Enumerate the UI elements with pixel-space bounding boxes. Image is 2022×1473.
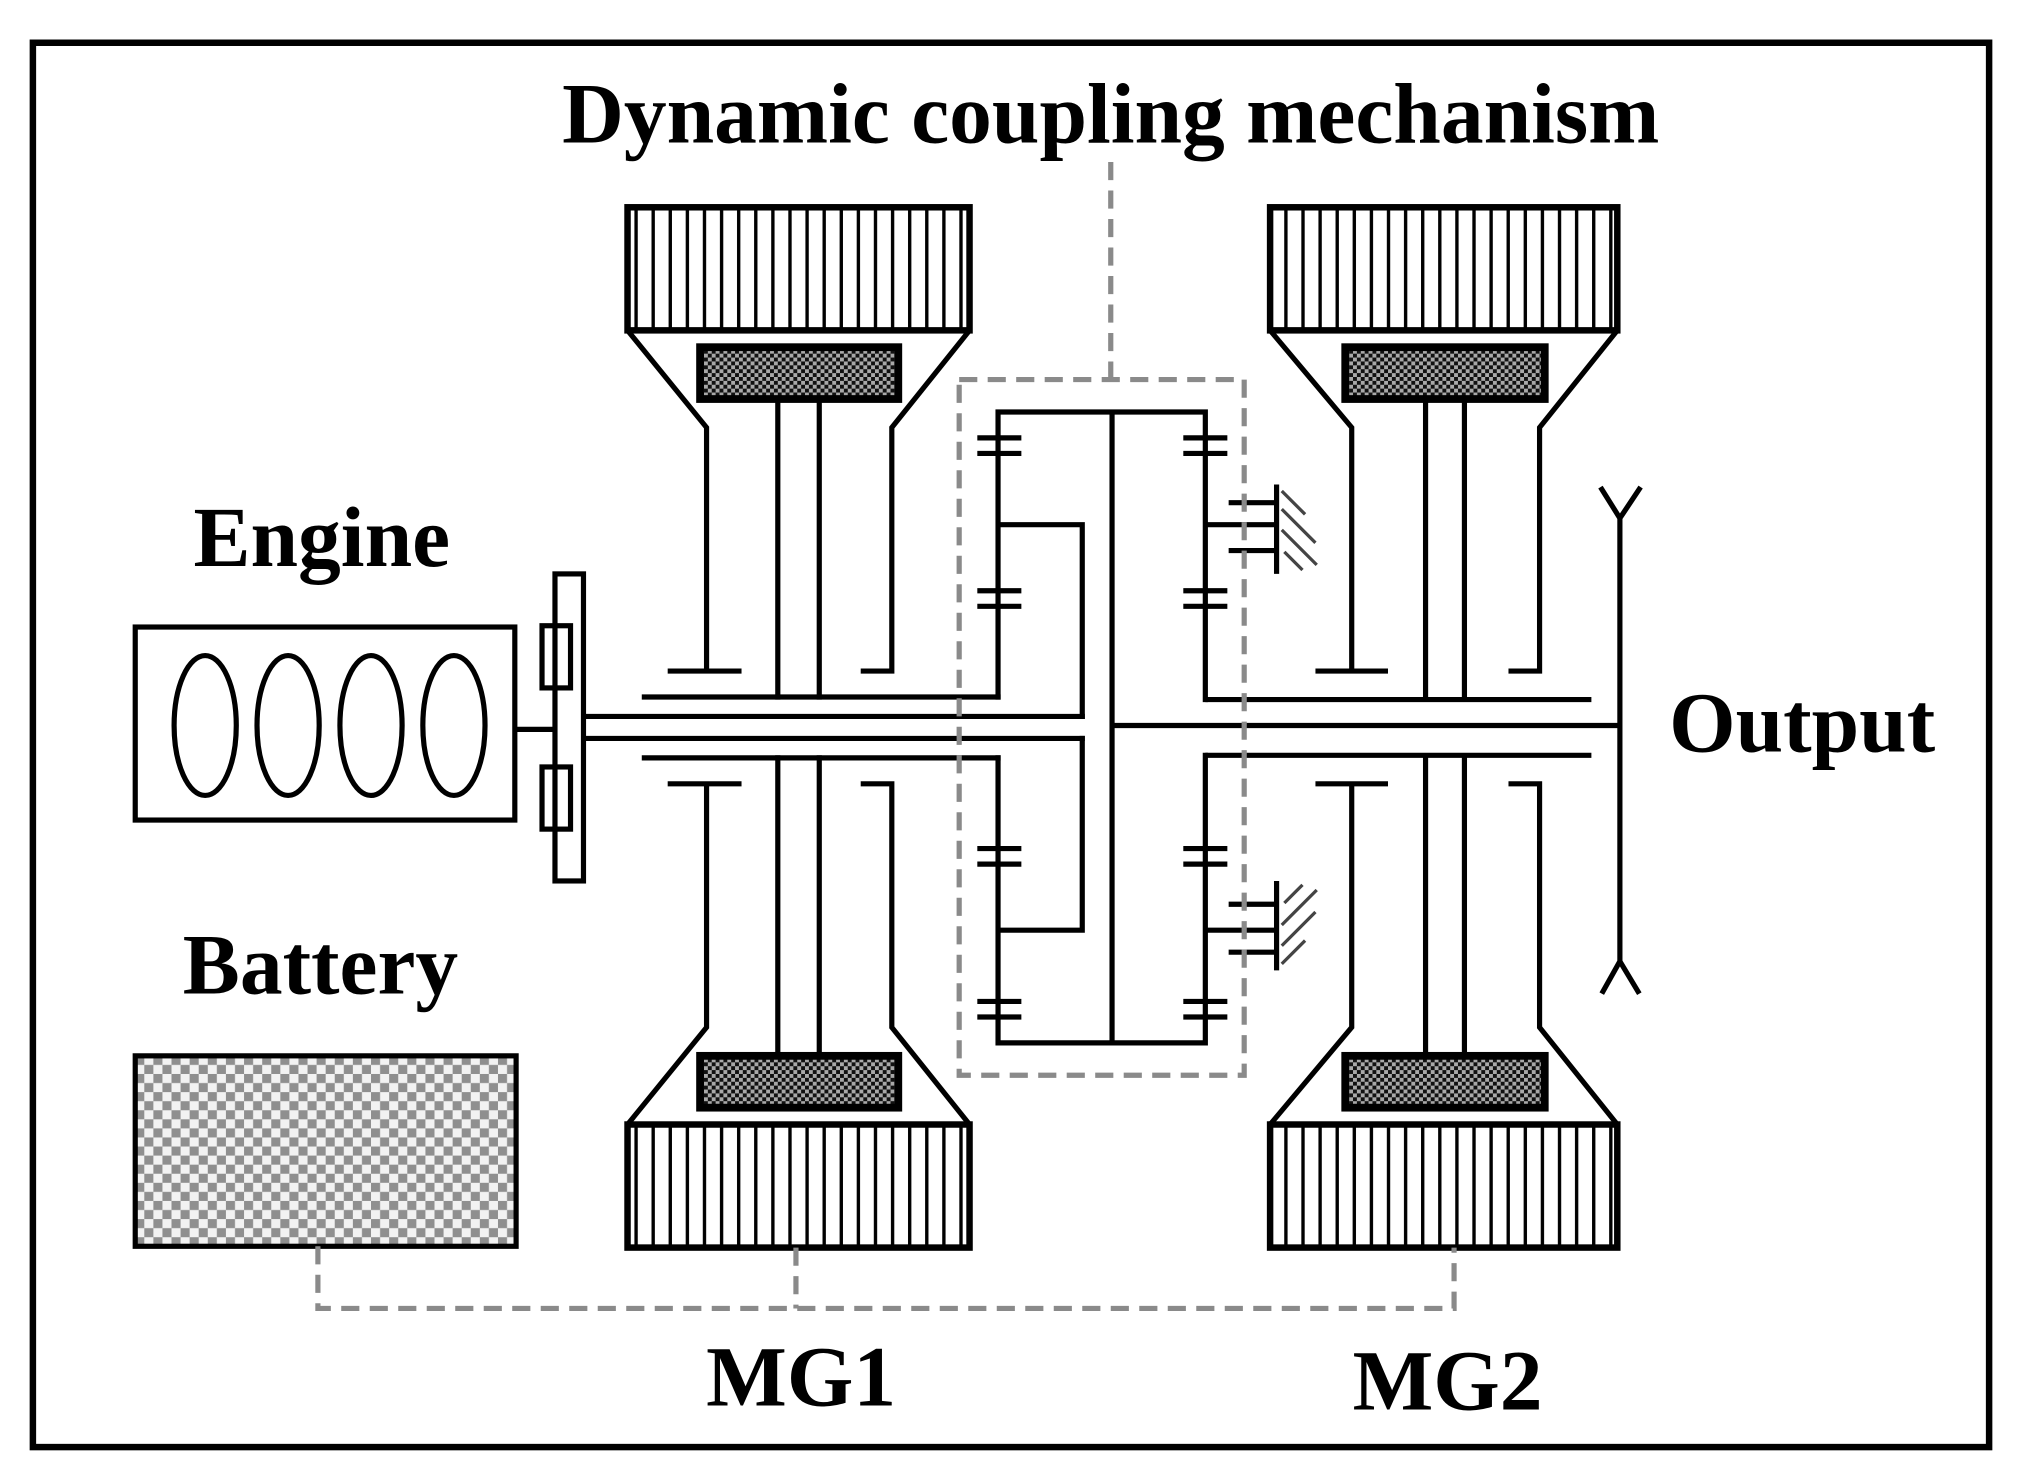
mg1-housing-upper [625, 328, 972, 674]
mg2-stator-lower [1266, 1121, 1621, 1251]
engine-cylinder-3 [337, 652, 405, 799]
battery-label: Battery [183, 919, 458, 1013]
ring-gear-frame-lower [995, 752, 1208, 1046]
mg1-rotor-lower [696, 1051, 903, 1112]
diagram-title: Dynamic coupling mechanism [562, 68, 1659, 162]
engine-label: Engine [193, 491, 450, 585]
brake-ground-hatch-upper [1280, 489, 1318, 572]
ring-gear-frame-upper [995, 409, 1208, 703]
battery-pack [132, 1053, 519, 1249]
mg2-housing-upper [1268, 328, 1620, 674]
mg2-rotor-upper [1341, 343, 1549, 403]
output-axle [1598, 485, 1643, 995]
planetary-2-mesh-upper [1183, 435, 1228, 609]
mg2-stator-upper [1266, 204, 1621, 334]
planetary-1-mesh-lower [977, 845, 1022, 1020]
mg1-rotor-upper [696, 343, 903, 403]
mg1-rotor-arms-upper [775, 399, 822, 700]
mg2-label: MG2 [1353, 1335, 1543, 1429]
mg1-label: MG1 [706, 1331, 896, 1425]
mg2-rotor-arms-upper [1422, 399, 1468, 700]
brake-upper [1205, 484, 1280, 574]
lower-half [539, 735, 1621, 1251]
mg2-rotor-lower [1341, 1051, 1549, 1112]
engine-cylinder-4 [420, 652, 488, 799]
brake-ground-hatch-lower [1280, 883, 1318, 966]
mg1-stator-lower [624, 1121, 973, 1251]
mg2-rotor-arms-lower [1422, 755, 1468, 1056]
planetary-1-carrier-lower [998, 735, 1085, 933]
mg2-housing-lower [1268, 781, 1620, 1127]
mg1-rotor-arms-lower [775, 755, 822, 1056]
output-label: Output [1669, 676, 1936, 770]
brake-lower [1205, 880, 1280, 971]
mg1-housing-lower [625, 781, 972, 1127]
planetary-1-carrier-upper [998, 522, 1085, 720]
engine-cylinder-1 [171, 652, 239, 799]
flywheel-damper [552, 571, 587, 884]
mg1-stator-upper [624, 204, 973, 334]
planetary-1-mesh-upper [977, 435, 1022, 609]
planetary-2-mesh-lower [1183, 845, 1228, 1020]
upper-half [539, 204, 1621, 720]
coupling-mechanism-boundary [956, 376, 1247, 1078]
electrical-wiring [315, 1246, 1457, 1312]
engine-cylinder-2 [254, 652, 322, 799]
figure-border [29, 39, 1993, 1451]
